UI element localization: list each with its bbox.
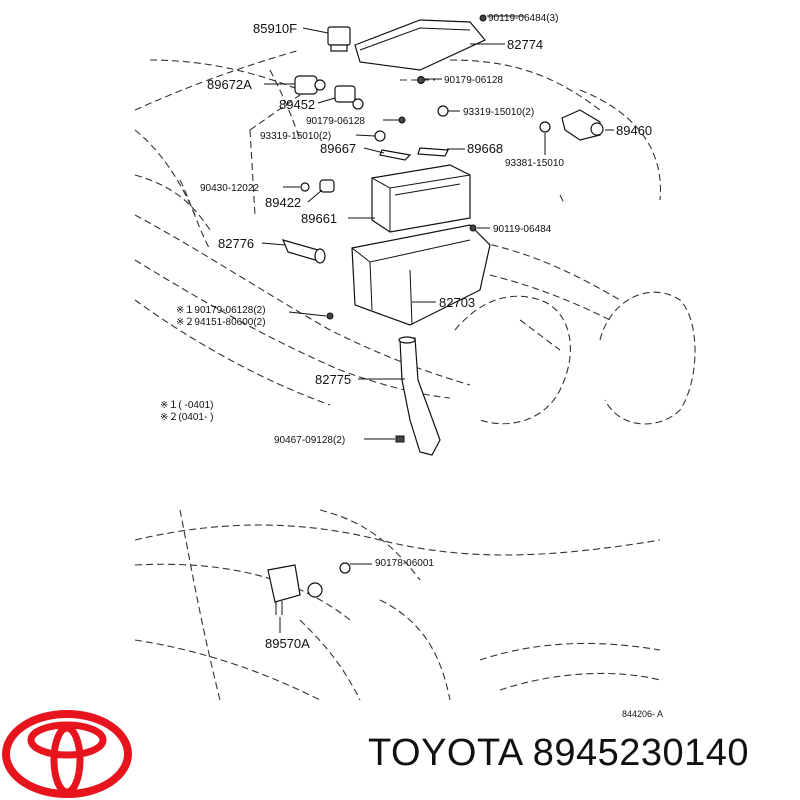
nut-part: [326, 312, 334, 320]
box-body-82703-part: [351, 224, 491, 326]
callout-89661: 89661: [301, 211, 337, 226]
grommet-part: [374, 130, 386, 142]
callout-89667: 89667: [320, 141, 356, 156]
vehicle-body-outline: [134, 49, 696, 701]
toyota-logo-icon: [2, 710, 132, 798]
drawing-code: 844206- A: [622, 709, 663, 719]
box-cover-82774-part: [354, 19, 486, 71]
callout-85910f: 85910F: [253, 21, 297, 36]
callout-labels: 85910F 90119-06484(3) 82774 89672A 90179…: [160, 13, 663, 719]
sensor-89452-part: [334, 85, 364, 110]
hose-82776-part: [281, 239, 326, 264]
duct-82775-part: [398, 336, 441, 456]
callout-90467-09128: 90467-09128(2): [274, 435, 345, 446]
callout-82703: 82703: [439, 295, 475, 310]
sensor-89672a-part: [294, 75, 326, 95]
nut-part: [398, 116, 406, 124]
grommet-part: [539, 121, 551, 133]
callout-82775: 82775: [315, 372, 351, 387]
bracket-89667-part: [379, 149, 412, 161]
sensor-89570a-part: [267, 564, 323, 615]
callout-note2-94151-80600: ※２94151-80600(2): [176, 317, 266, 328]
nut-part: [417, 76, 425, 84]
leader-lines: [261, 15, 614, 633]
callout-82774: 82774: [507, 37, 543, 52]
brand-part-title: TOYOTA 8945230140: [368, 732, 749, 775]
grommet-part: [437, 105, 449, 117]
callout-89570a: 89570A: [265, 636, 310, 651]
callout-note2-range: ※２(0401- ): [160, 412, 213, 423]
callout-82776: 82776: [218, 236, 254, 251]
ecu-89661-part: [371, 164, 471, 233]
brand-name: TOYOTA: [368, 732, 522, 774]
callout-note1-90179-06128: ※１90179-06128(2): [176, 305, 266, 316]
logo-vertical-ring: [50, 724, 84, 796]
callout-89672a: 89672A: [207, 77, 252, 92]
callout-89668: 89668: [467, 141, 503, 156]
clip-part: [395, 435, 405, 443]
callout-90119-06484: 90119-06484: [493, 224, 552, 235]
washer-part: [300, 182, 310, 192]
callout-93319-15010-a: 93319-15010(2): [463, 107, 534, 118]
sensor-89460-part: [561, 109, 604, 141]
callout-89460: 89460: [616, 123, 652, 138]
callout-93381-15010: 93381-15010: [505, 158, 564, 169]
relay-85910f-part: [327, 26, 351, 52]
bolt-part: [479, 14, 487, 22]
bolt-part: [469, 224, 477, 232]
callout-90179-06128-a: 90179-06128: [444, 75, 503, 86]
callout-90179-06128-b: 90179-06128: [306, 116, 365, 127]
part-number: 8945230140: [532, 732, 750, 774]
callout-90119-06484-3: 90119-06484(3): [488, 13, 558, 24]
callout-90178-06001: 90178-06001: [375, 558, 434, 569]
callout-89422: 89422: [265, 195, 301, 210]
callout-93319-15010-b: 93319-15010(2): [260, 131, 331, 142]
bolt-part: [339, 562, 351, 574]
callout-90430-12022: 90430-12022: [200, 183, 259, 194]
callout-89452: 89452: [279, 97, 315, 112]
bracket-89668-part: [417, 147, 449, 157]
callout-note1-range: ※１( -0401): [160, 400, 213, 411]
plug-89422-part: [319, 179, 335, 193]
